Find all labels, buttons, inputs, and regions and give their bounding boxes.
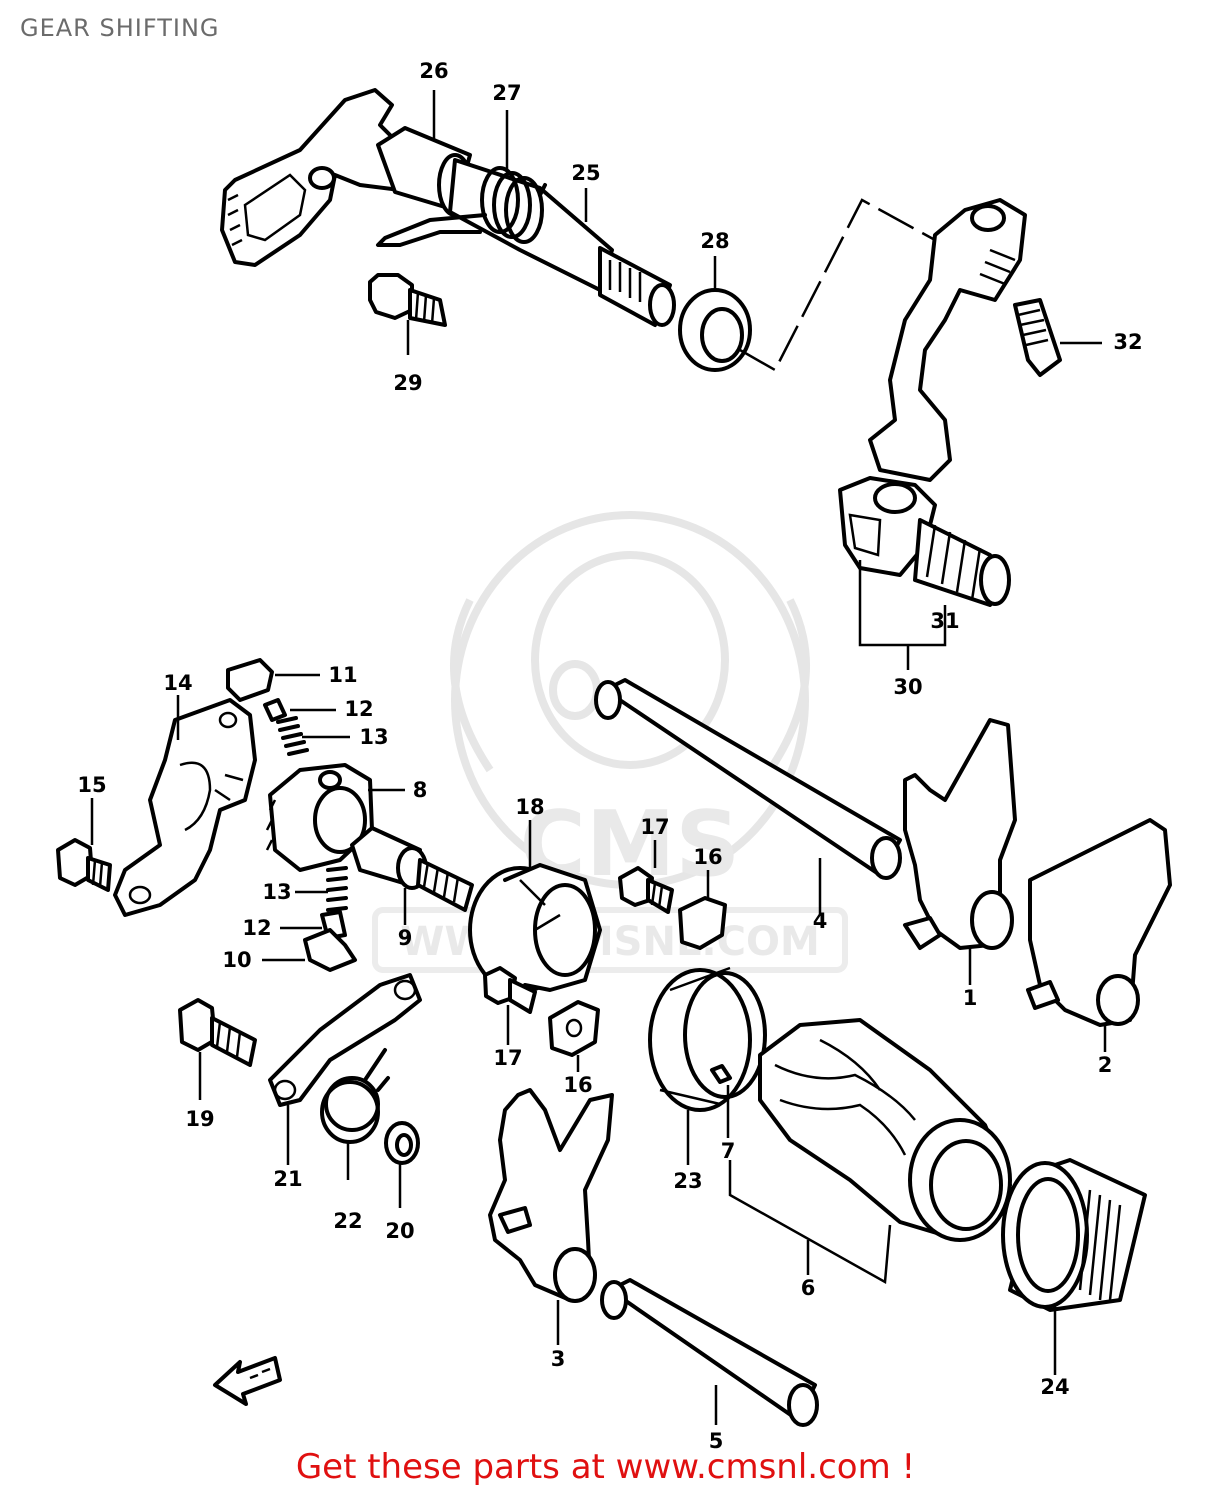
part-22-stopper-spring (320, 1048, 390, 1144)
page-title: GEAR SHIFTING (20, 14, 220, 42)
callout-32: 32 (1113, 330, 1142, 354)
callout-22: 22 (333, 1209, 362, 1233)
callout-29: 29 (393, 371, 422, 395)
part-13-spring-top (276, 716, 309, 756)
part-19-bolt (178, 998, 257, 1067)
part-6-gearshift-cam (710, 1018, 1012, 1242)
callout-9: 9 (398, 926, 413, 950)
part-28-oil-seal (678, 288, 752, 372)
part-1-shift-fork (903, 718, 1017, 950)
callout-20: 20 (385, 1219, 414, 1243)
callout-5: 5 (709, 1429, 724, 1453)
part-14-cam-stopper-plate (113, 698, 257, 917)
callout-16-bottom: 16 (563, 1073, 592, 1097)
part-16-washer-upper (678, 896, 727, 950)
callout-10: 10 (222, 948, 251, 972)
part-13-spring-bottom (326, 866, 348, 912)
callout-30: 30 (893, 675, 922, 699)
part-12-pawl-pin-top (263, 698, 287, 722)
callout-15: 15 (77, 773, 106, 797)
part-17-screw-upper (618, 866, 674, 914)
callout-28: 28 (700, 229, 729, 253)
callout-23: 23 (673, 1169, 702, 1193)
callout-8: 8 (413, 778, 428, 802)
callout-6: 6 (801, 1276, 816, 1300)
part-2-shift-fork (1026, 818, 1172, 1027)
callout-1: 1 (963, 986, 978, 1010)
part-16-washer-lower (548, 1000, 600, 1057)
part-24-needle-bearing (1001, 1158, 1147, 1312)
callout-3: 3 (551, 1347, 566, 1371)
part-27-return-spring (376, 166, 547, 247)
callout-12-top: 12 (344, 697, 373, 721)
part-10-pawl (303, 928, 357, 972)
callout-31: 31 (930, 609, 959, 633)
callout-21: 21 (273, 1167, 302, 1191)
watermark-url: WWW.CMSNL.COM (400, 919, 820, 965)
callout-18: 18 (515, 795, 544, 819)
callout-17-bottom: 17 (493, 1046, 522, 1070)
part-29-bolt (368, 273, 447, 327)
callout-24: 24 (1040, 1375, 1069, 1399)
callout-27: 27 (492, 81, 521, 105)
part-25-gearshift-shaft (448, 158, 676, 327)
part-32-bolt (1013, 298, 1062, 377)
callout-13-top: 13 (359, 725, 388, 749)
part-5-fork-shaft (600, 1278, 819, 1427)
part-18-cam-plate (468, 863, 602, 994)
callout-2: 2 (1098, 1053, 1113, 1077)
part-20-washer (384, 1121, 420, 1165)
callout-17-top: 17 (640, 815, 669, 839)
part-15-bolt (56, 838, 112, 892)
part-31-lever-rubber (913, 518, 1011, 607)
leader-lines (90, 90, 1107, 1425)
front-direction-arrow-icon (213, 1356, 282, 1406)
part-21-cam-stopper (268, 973, 422, 1107)
callout-13-bottom: 13 (262, 880, 291, 904)
part-3-shift-fork (488, 1088, 614, 1303)
callout-26: 26 (419, 59, 448, 83)
callout-11: 11 (328, 663, 357, 687)
part-9-cam-pin (350, 826, 474, 912)
callout-7: 7 (721, 1139, 736, 1163)
part-26-gearshift-arm (220, 88, 473, 267)
part-4-fork-shaft (594, 678, 902, 880)
callout-19: 19 (185, 1107, 214, 1131)
part-8-cam-driven-gear (265, 763, 374, 872)
callout-25: 25 (571, 161, 600, 185)
part-23-bearing (648, 966, 767, 1112)
exploded-parts-diagram: CMS WWW.CMSNL.COM (56, 59, 1172, 1453)
callout-4: 4 (813, 909, 828, 933)
callout-labels: 26 27 25 28 29 32 31 30 11 12 13 14 8 15… (77, 59, 1142, 1453)
callout-12-bottom: 12 (242, 916, 271, 940)
part-11-cam-guide (226, 658, 274, 702)
callout-16-top: 16 (693, 845, 722, 869)
part-30-gearshift-lever (838, 198, 1027, 577)
callout-14: 14 (163, 671, 192, 695)
footer-link[interactable]: Get these parts at www.cmsnl.com ! (295, 1447, 916, 1487)
part-17-screw-lower (483, 966, 537, 1014)
